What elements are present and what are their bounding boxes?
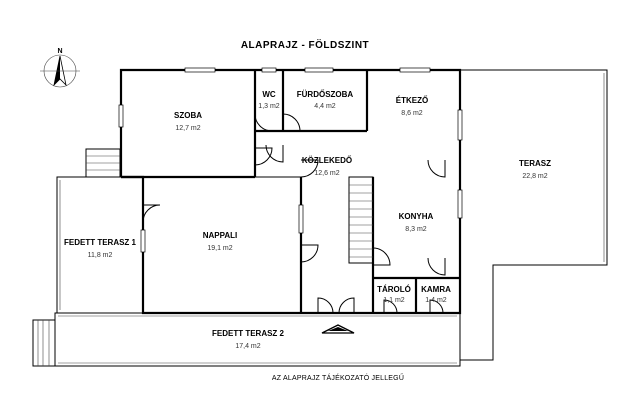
room-name: TERASZ <box>519 159 551 168</box>
north-arrow-icon: N <box>40 48 80 88</box>
room-area: 1,3 m2 <box>258 103 280 110</box>
room-konyha: KONYHA 8,3 m2 <box>399 212 434 233</box>
fedett-terasz-2-outline <box>32 312 461 367</box>
room-area: 1,1 m2 <box>383 297 405 304</box>
room-area: 8,6 m2 <box>401 110 423 117</box>
room-area: 17,4 m2 <box>235 343 260 350</box>
room-name: FÜRDŐSZOBA <box>297 90 354 99</box>
room-terasz: TERASZ 22,8 m2 <box>519 159 551 180</box>
room-furdoszoba: FÜRDŐSZOBA 4,4 m2 <box>297 90 354 110</box>
exterior-walls <box>119 68 462 315</box>
room-area: 22,8 m2 <box>522 173 547 180</box>
room-area: 12,6 m2 <box>314 170 339 177</box>
room-name: KONYHA <box>399 212 434 221</box>
room-kozlekedo: KÖZLEKEDŐ 12,6 m2 <box>302 156 352 177</box>
room-name: FEDETT TERASZ 2 <box>212 329 285 338</box>
room-name: NAPPALI <box>203 231 238 240</box>
room-area: 19,1 m2 <box>207 245 232 252</box>
room-name: SZOBA <box>174 111 202 120</box>
doors <box>142 113 446 314</box>
room-name: TÁROLÓ <box>377 285 411 294</box>
room-szoba: SZOBA 12,7 m2 <box>174 111 202 132</box>
room-area: 12,7 m2 <box>175 125 200 132</box>
room-area: 1,4 m2 <box>425 297 447 304</box>
room-wc: WC 1,3 m2 <box>258 90 280 110</box>
north-label: N <box>57 48 62 55</box>
staircase <box>348 176 374 264</box>
room-name: KAMRA <box>421 285 451 294</box>
footer-note: AZ ALAPRAJZ TÁJÉKOZATÓ JELLEGŰ <box>272 373 404 382</box>
room-etkezo: ÉTKEZŐ 8,6 m2 <box>396 96 428 117</box>
room-tarolo: TÁROLÓ 1,1 m2 <box>377 285 411 304</box>
room-name: WC <box>262 90 276 99</box>
room-name: ÉTKEZŐ <box>396 96 428 105</box>
room-area: 8,3 m2 <box>405 226 427 233</box>
room-name: FEDETT TERASZ 1 <box>64 238 137 247</box>
room-nappali: NAPPALI 19,1 m2 <box>203 231 238 252</box>
room-kamra: KAMRA 1,4 m2 <box>421 285 451 304</box>
interior-walls <box>121 70 460 313</box>
room-area: 4,4 m2 <box>314 103 336 110</box>
terasz-outline <box>460 69 608 361</box>
room-fedett-terasz-2: FEDETT TERASZ 2 17,4 m2 <box>212 329 285 350</box>
plan-title: ALAPRAJZ - FÖLDSZINT <box>241 38 369 51</box>
room-area: 11,8 m2 <box>88 252 113 259</box>
room-fedett-terasz-1: FEDETT TERASZ 1 11,8 m2 <box>64 238 137 259</box>
fedett-terasz-1-outline <box>56 148 144 314</box>
room-name: KÖZLEKEDŐ <box>302 156 352 165</box>
windows <box>118 67 463 253</box>
